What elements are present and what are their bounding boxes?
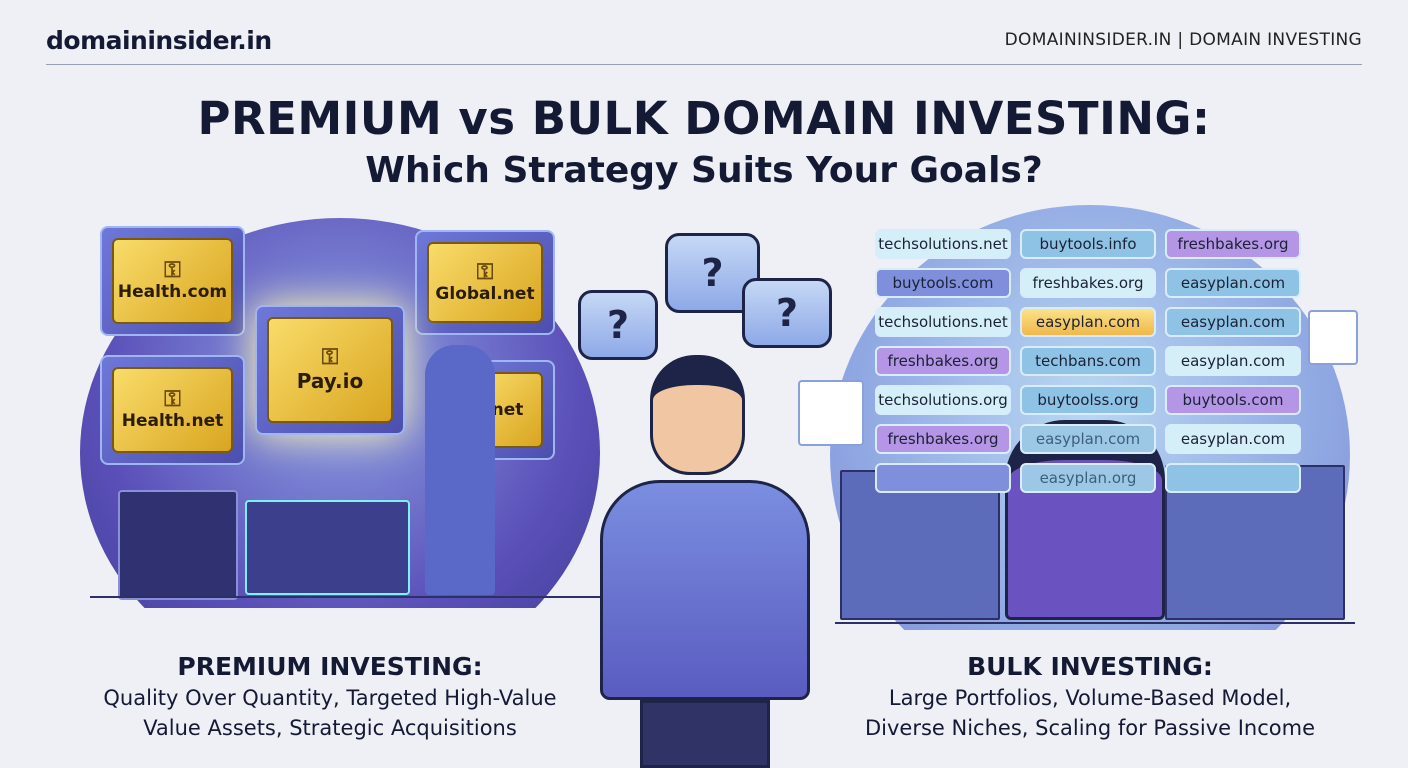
domain-tile: freshbakes.org [1020, 268, 1156, 298]
domain-tile: buytools.com [1165, 385, 1301, 415]
page-subtitle: Which Strategy Suits Your Goals? [365, 150, 1043, 191]
premium-desc-line1: Quality Over Quantity, Targeted High-Val… [103, 686, 557, 710]
bar-chart-icon [798, 380, 864, 446]
card-label: net [491, 400, 524, 420]
domain-tile: easyplan.com [1165, 424, 1301, 454]
page-title: PREMIUM vs BULK DOMAIN INVESTING: [197, 92, 1211, 145]
thinking-person-body [600, 480, 810, 700]
domain-tile: buytoolss.org [1020, 385, 1156, 415]
key-icon: ⚿ [164, 258, 181, 283]
domain-tile: freshbakes.org [875, 424, 1011, 454]
domain-tile: easyplan.org [1020, 463, 1156, 493]
bulk-heading: BULK INVESTING: [967, 652, 1213, 681]
code-window [118, 490, 238, 600]
header-divider [46, 64, 1362, 65]
domain-card: ⚿Health.net [100, 355, 245, 465]
premium-desc-line2: Value Assets, Strategic Acquisitions [143, 716, 517, 740]
domain-tile: easyplan.com [1165, 268, 1301, 298]
card-label: Pay.io [296, 369, 364, 393]
domain-tile: freshbakes.org [1165, 229, 1301, 259]
header-tagline: DOMAININSIDER.IN | DOMAIN INVESTING [1004, 30, 1362, 50]
pie-chart-icon [1308, 310, 1358, 365]
domain-tile: techsolutions.net [875, 229, 1011, 259]
domain-card-featured: ⚿Pay.io [255, 305, 405, 435]
glowing-server [245, 500, 410, 595]
domain-card: ⚿Health.com [100, 226, 245, 336]
ground-line [90, 596, 610, 598]
question-bubble: ? [578, 290, 658, 360]
bulk-desc-line1: Large Portfolios, Volume-Based Model, [888, 686, 1292, 710]
domain-card: ⚿Global.net [415, 230, 555, 335]
domain-tile: buytools.info [1020, 229, 1156, 259]
bulk-desc-line2: Diverse Niches, Scaling for Passive Inco… [864, 716, 1315, 740]
question-bubble: ? [742, 278, 832, 348]
domain-tile [875, 463, 1011, 493]
domain-tile: easyplan.com [1165, 346, 1301, 376]
key-icon: ⚿ [321, 345, 339, 370]
box-stack-left [840, 470, 1000, 620]
domain-tile: buytools.com [875, 268, 1011, 298]
domain-tile: techbans.com [1020, 346, 1156, 376]
thinking-person-head [650, 355, 745, 475]
card-label: Global.net [435, 283, 535, 304]
domain-tile: easyplan.com [1020, 307, 1156, 337]
domain-tile: freshbakes.org [875, 346, 1011, 376]
domain-tile: techsolutions.org [875, 385, 1011, 415]
card-label: Health.com [117, 282, 228, 302]
key-icon: ⚿ [164, 387, 181, 412]
premium-investor-figure [425, 345, 495, 595]
domain-tile [1165, 463, 1301, 493]
brand-logo-text: domaininsider.in [46, 26, 272, 55]
domain-tile: easyplan.com [1165, 307, 1301, 337]
ground-line [835, 622, 1355, 624]
domain-tile: techsolutions.net [875, 307, 1011, 337]
card-label: Health.net [121, 411, 224, 431]
thinking-person-legs [640, 700, 770, 768]
premium-heading: PREMIUM INVESTING: [177, 652, 483, 681]
domain-tile: easyplan.com [1020, 424, 1156, 454]
key-icon: ⚿ [476, 259, 494, 285]
